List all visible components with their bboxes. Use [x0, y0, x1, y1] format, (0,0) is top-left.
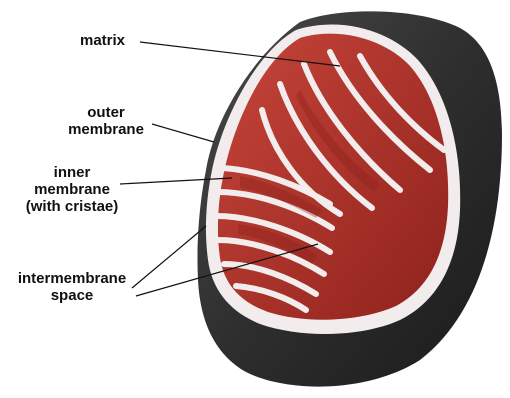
label-outer-membrane: outer membrane [60, 104, 152, 138]
leader-outer-membrane [152, 124, 214, 142]
label-inner-line1: inner [16, 164, 128, 181]
label-inner-line3: (with cristae) [16, 198, 128, 215]
label-inter-line2: space [8, 287, 136, 304]
label-matrix-text: matrix [80, 32, 125, 49]
label-matrix: matrix [80, 32, 125, 49]
label-outer-line1: outer [60, 104, 152, 121]
label-intermembrane-space: intermembrane space [8, 270, 136, 304]
label-outer-line2: membrane [60, 121, 152, 138]
label-inner-membrane: inner membrane (with cristae) [16, 164, 128, 215]
label-inter-line1: intermembrane [8, 270, 136, 287]
label-inner-line2: membrane [16, 181, 128, 198]
